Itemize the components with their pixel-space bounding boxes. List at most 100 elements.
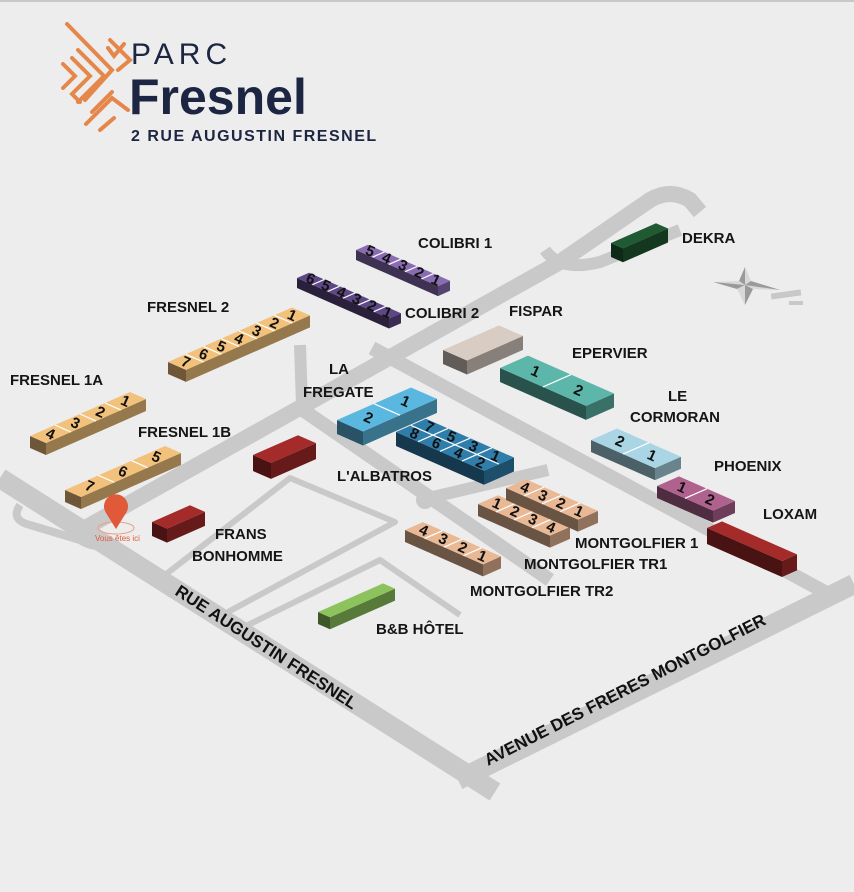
label-loxam[interactable]: LOXAM (763, 506, 817, 523)
unit-divider (523, 486, 545, 497)
unit-divider (327, 285, 340, 293)
building-front-face (550, 526, 570, 548)
label-colibri1[interactable]: COLIBRI 1 (418, 235, 492, 252)
building-side-face (591, 440, 655, 481)
unit-divider (424, 530, 443, 540)
unit-divider (342, 292, 356, 299)
unit-divider (238, 330, 258, 340)
building-roof (65, 446, 181, 498)
building-fregate[interactable]: 21 (337, 387, 437, 446)
unit-divider (531, 518, 553, 529)
unit-divider (274, 314, 293, 324)
unit-divider (373, 305, 386, 313)
you-are-here-marker[interactable]: Vous êtes ici (95, 494, 140, 543)
label-fresnel1a[interactable]: FRESNEL 1A (10, 372, 103, 389)
label-la[interactable]: LA (329, 361, 349, 378)
building-front-face (438, 280, 450, 297)
building-cormoran[interactable]: 21 (591, 428, 681, 481)
label-fregate[interactable]: FREGATE (303, 384, 374, 401)
unit-divider (131, 460, 148, 469)
building-labels: COLIBRI 1 COLIBRI 2 FRESNEL 2 FRESNEL 1A… (10, 230, 817, 638)
building-side-face (657, 486, 713, 523)
unit-divider (404, 265, 418, 273)
building-side-face (152, 522, 167, 543)
unit-divider (417, 434, 434, 443)
unit-divider (421, 273, 434, 280)
building-phoenix[interactable]: 12 (657, 476, 735, 523)
building-side-face (318, 612, 330, 630)
unit-divider (542, 374, 572, 388)
building-side-face (443, 350, 467, 375)
road-parking (163, 475, 398, 615)
label-albatros[interactable]: L'ALBATROS (337, 468, 432, 485)
building-side-face (707, 528, 782, 577)
building-loxam[interactable] (707, 521, 797, 577)
label-montgolfier1[interactable]: MONTGOLFIER 1 (575, 535, 698, 552)
building-roof (443, 325, 523, 361)
row-divider (410, 424, 500, 465)
roundabout (416, 491, 434, 509)
label-montgolfier-tr1[interactable]: MONTGOLFIER TR1 (524, 556, 667, 573)
label-le[interactable]: LE (668, 388, 687, 405)
label-fispar[interactable]: FISPAR (509, 303, 563, 320)
label-phoenix[interactable]: PHOENIX (714, 458, 782, 475)
building-front-face (389, 313, 401, 329)
label-colibri2[interactable]: COLIBRI 2 (405, 305, 479, 322)
building-front-face (271, 443, 316, 479)
building-side-face (611, 243, 623, 263)
unit-divider (54, 424, 72, 433)
unit-divider (495, 502, 517, 513)
building-epervier[interactable]: 12 (500, 355, 614, 420)
road-albatros (418, 464, 550, 506)
building-side-face (65, 490, 81, 510)
unit-divider (358, 299, 371, 306)
building-roof (152, 505, 205, 529)
building-fresnel1b[interactable]: 765 (65, 446, 181, 510)
unit-divider (559, 502, 581, 513)
building-roof (168, 307, 310, 370)
unit-divider (432, 427, 449, 436)
unit-divider (372, 251, 385, 258)
building-fispar[interactable] (443, 325, 523, 375)
building-side-face (405, 530, 483, 577)
building-front-face (483, 556, 501, 577)
building-roof (707, 521, 797, 561)
unit-divider (684, 488, 708, 499)
label-fresnel2[interactable]: FRESNEL 2 (147, 299, 229, 316)
logo-mark-icon (61, 22, 133, 132)
unit-divider (373, 403, 401, 416)
building-frans-bonhomme[interactable] (152, 505, 205, 543)
building-front-face (586, 393, 614, 420)
building-unnamed-red[interactable] (253, 435, 316, 479)
building-front-face (167, 511, 205, 543)
label-bonhomme[interactable]: BONHOMME (192, 548, 283, 565)
label-bb-hotel[interactable]: B&B HÔTEL (376, 620, 464, 638)
building-front-face (713, 500, 735, 523)
building-dekra[interactable] (611, 223, 668, 263)
unit-divider (185, 353, 204, 363)
label-frans[interactable]: FRANS (215, 526, 267, 543)
compass-rose-icon (713, 267, 803, 305)
label-epervier[interactable]: EPERVIER (572, 345, 648, 362)
label-montgolfier-tr2[interactable]: MONTGOLFIER TR2 (470, 583, 613, 600)
label-cormoran[interactable]: CORMORAN (630, 409, 720, 426)
road-loop (540, 224, 683, 272)
unit-divider (203, 345, 222, 355)
building-side-face (337, 420, 363, 446)
building-front-face (363, 398, 437, 446)
label-dekra[interactable]: DEKRA (682, 230, 736, 247)
road-avenue-freres-montgolfier (453, 575, 854, 789)
building-roof (318, 583, 395, 618)
label-fresnel1b[interactable]: FRESNEL 1B (138, 424, 231, 441)
building-bb-hotel[interactable] (318, 583, 395, 630)
unit-divider (476, 447, 493, 455)
